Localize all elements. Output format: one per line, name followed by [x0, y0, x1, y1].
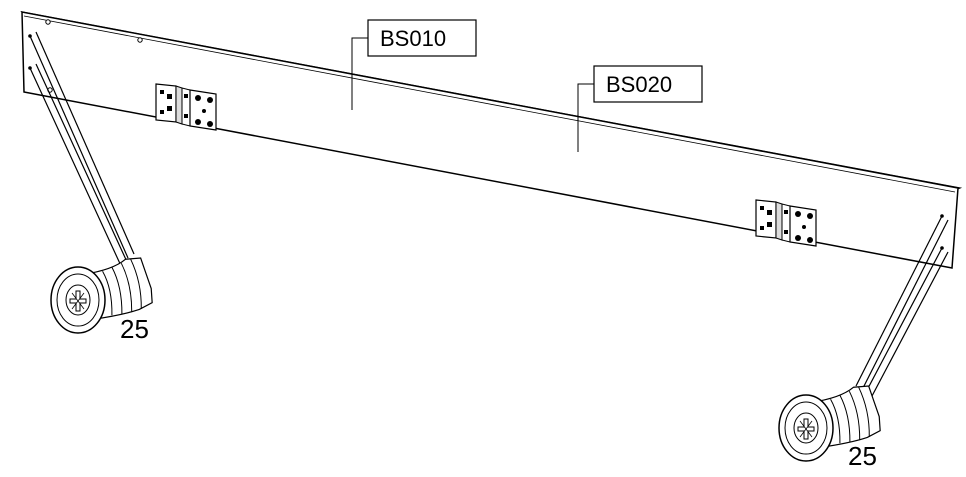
guide-lines-left: [29, 31, 135, 269]
guide-lines-right: [855, 215, 949, 397]
screw-right-qty: 25: [848, 441, 877, 471]
label-bs010-text: BS010: [380, 26, 446, 51]
screw-left-qty: 25: [120, 314, 149, 344]
panel-board: [20, 11, 963, 269]
label-bs010: BS010: [351, 19, 477, 110]
label-bs020: BS020: [577, 65, 703, 152]
label-bs020-text: BS020: [606, 72, 672, 97]
